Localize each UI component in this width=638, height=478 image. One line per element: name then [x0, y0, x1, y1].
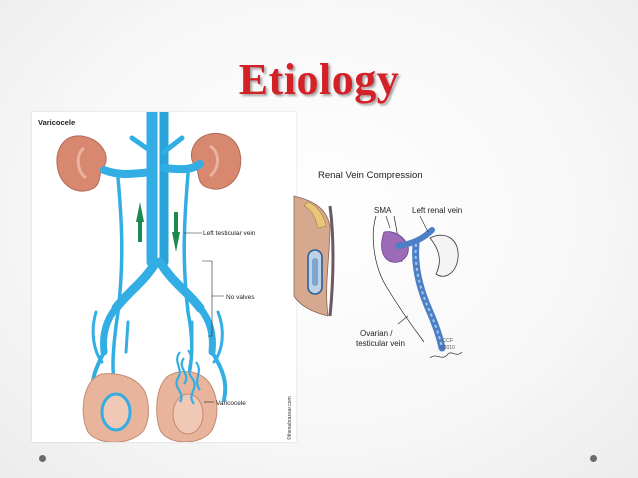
label-leaders — [184, 232, 224, 403]
scrotum-shape — [82, 349, 218, 442]
varicocele-illustration: Varicocele — [38, 112, 293, 442]
right-figure-credit-year: ©2010 — [440, 344, 455, 351]
renal-vein-heading: Renal Vein Compression — [318, 170, 423, 181]
corner-dot-bottom-left — [39, 455, 46, 462]
label-varicocele: Varicocele — [216, 400, 246, 407]
right-label-leaders — [385, 215, 429, 325]
abdominal-wall-shape — [293, 195, 335, 317]
label-no-valves: No valves — [226, 294, 255, 301]
label-testicular-vein: testicular vein — [356, 339, 405, 348]
label-left-renal-vein: Left renal vein — [412, 206, 462, 215]
slide-title: Etiology — [238, 55, 400, 104]
label-ovarian: Ovarian / — [360, 329, 393, 338]
label-sma: SMA — [374, 206, 392, 215]
left-kidney-shape — [56, 135, 107, 192]
right-kidney-shape — [190, 132, 242, 190]
compression-diagram — [372, 215, 459, 352]
renal-vein-illustration: Renal Vein Compression SMA Left renal ve… — [293, 170, 463, 359]
flow-arrows — [136, 202, 180, 252]
varicocele-heading: Varicocele — [38, 118, 75, 127]
vein-network — [90, 112, 228, 404]
left-figure-credit: ©thenabrazaar.com — [286, 396, 293, 440]
right-figure-credit: CCF — [442, 338, 454, 344]
corner-dot-bottom-right — [590, 455, 597, 462]
varicocele-figure: Varicocele — [32, 112, 296, 442]
artist-signature — [429, 351, 463, 359]
renal-vein-compression-figure: Renal Vein Compression SMA Left renal ve… — [290, 166, 480, 376]
label-left-testicular-vein: Left testicular vein — [203, 230, 256, 237]
